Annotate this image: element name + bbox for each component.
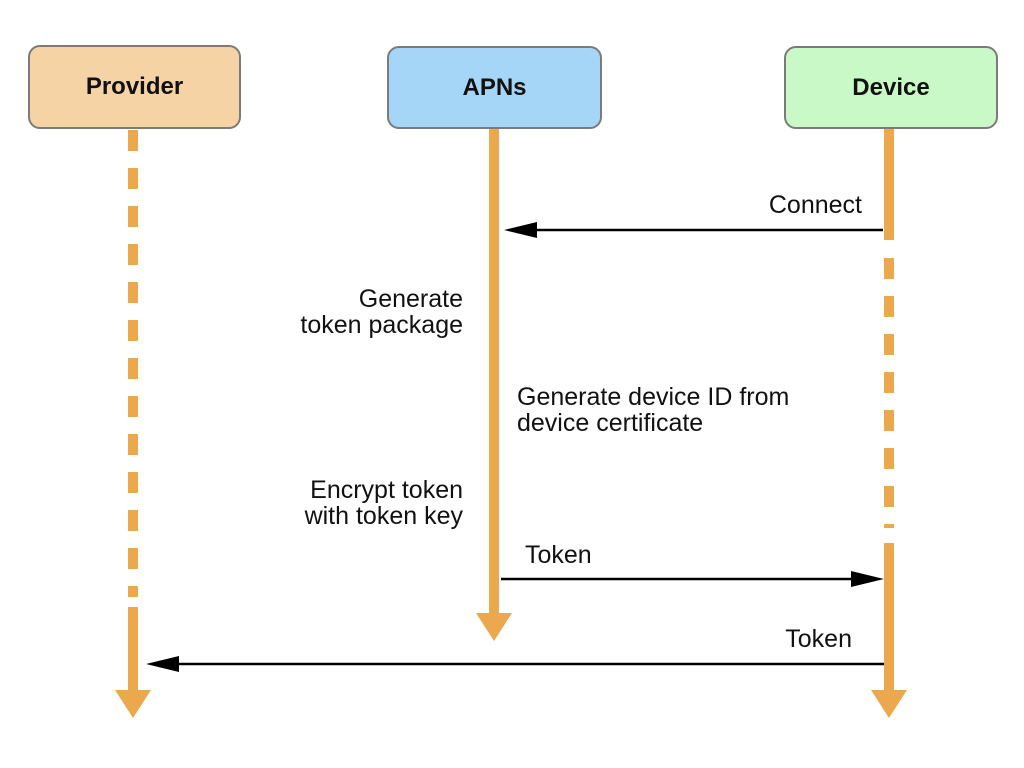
actor-box-device: Device	[784, 46, 998, 129]
note-encrypt-token: Encrypt token with token key	[304, 476, 463, 530]
actor-provider-label: Provider	[85, 73, 184, 100]
token-to-provider-arrowhead	[146, 656, 179, 672]
actor-apns-label: APNs	[462, 73, 527, 101]
token-to-device-arrowhead	[851, 571, 884, 587]
apns-lifeline-arrowhead	[476, 613, 512, 641]
note-generate-device-id: Generate device ID from device certifica…	[517, 383, 790, 437]
message-label-token-to-provider: Token	[785, 625, 852, 653]
connect-arrowhead	[504, 222, 537, 238]
device-lifeline-arrowhead	[871, 690, 907, 718]
note-generate-token-package: Generate token package	[300, 285, 463, 339]
actor-device-label: Device	[852, 73, 930, 101]
provider-lifeline-arrowhead	[115, 690, 151, 718]
actor-box-apns: APNs	[387, 46, 602, 129]
message-label-connect: Connect	[768, 191, 862, 219]
message-label-token-to-device: Token	[525, 541, 592, 569]
actor-box-provider: Provider	[28, 45, 241, 129]
